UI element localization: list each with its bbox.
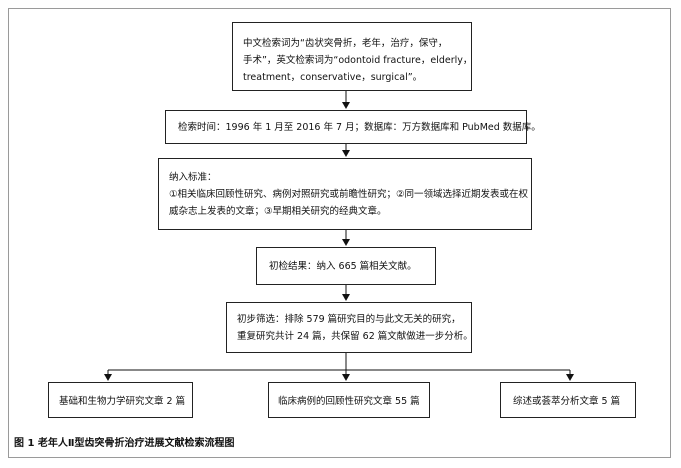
search-terms-line-2: 手术”，英文检索词为“odontoid fracture，elderly， <box>243 55 473 66</box>
screening-box: 初步筛选：排除 579 篇研究目的与此文无关的研究， 重复研究共计 24 篇，共… <box>226 302 473 353</box>
initial-result-box: 初检结果：纳入 665 篇相关文献。 <box>256 247 436 285</box>
figure-frame <box>8 8 671 458</box>
outcome-review-box: 综述或荟萃分析文章 5 篇 <box>500 382 636 418</box>
outcome-basic-text: 基础和生物力学研究文章 2 篇 <box>59 396 186 407</box>
outcome-basic-box: 基础和生物力学研究文章 2 篇 <box>48 382 193 418</box>
inclusion-line-1: ①相关临床回顾性研究、病例对照研究或前瞻性研究；②同一领域选择近期发表或在权 <box>169 189 529 200</box>
search-terms-box: 中文检索词为“齿状突骨折，老年，治疗，保守， 手术”，英文检索词为“odonto… <box>232 22 472 91</box>
outcome-review-text: 综述或荟萃分析文章 5 篇 <box>513 396 621 407</box>
inclusion-line-2: 威杂志上发表的文章；③早期相关研究的经典文章。 <box>169 206 387 217</box>
outcome-clinical-box: 临床病例的回顾性研究文章 55 篇 <box>268 382 430 418</box>
search-scope-box: 检索时间：1996 年 1 月至 2016 年 7 月；数据库：万方数据库和 P… <box>165 110 541 144</box>
initial-result-text: 初检结果：纳入 665 篇相关文献。 <box>269 261 417 272</box>
search-terms-line-1: 中文检索词为“齿状突骨折，老年，治疗，保守， <box>243 38 448 49</box>
outcome-clinical-text: 临床病例的回顾性研究文章 55 篇 <box>278 396 420 407</box>
inclusion-criteria-box: 纳入标准： ①相关临床回顾性研究、病例对照研究或前瞻性研究；②同一领域选择近期发… <box>158 158 532 230</box>
screening-line-2: 重复研究共计 24 篇，共保留 62 篇文献做进一步分析。 <box>237 331 473 342</box>
figure-caption: 图 1 老年人Ⅱ型齿突骨折治疗进展文献检索流程图 <box>14 438 235 449</box>
screening-line-1: 初步筛选：排除 579 篇研究目的与此文无关的研究， <box>237 314 461 325</box>
search-scope-text: 检索时间：1996 年 1 月至 2016 年 7 月；数据库：万方数据库和 P… <box>178 122 541 133</box>
inclusion-title: 纳入标准： <box>169 172 217 183</box>
search-terms-line-3: treatment，conservative，surgical”。 <box>243 72 423 83</box>
